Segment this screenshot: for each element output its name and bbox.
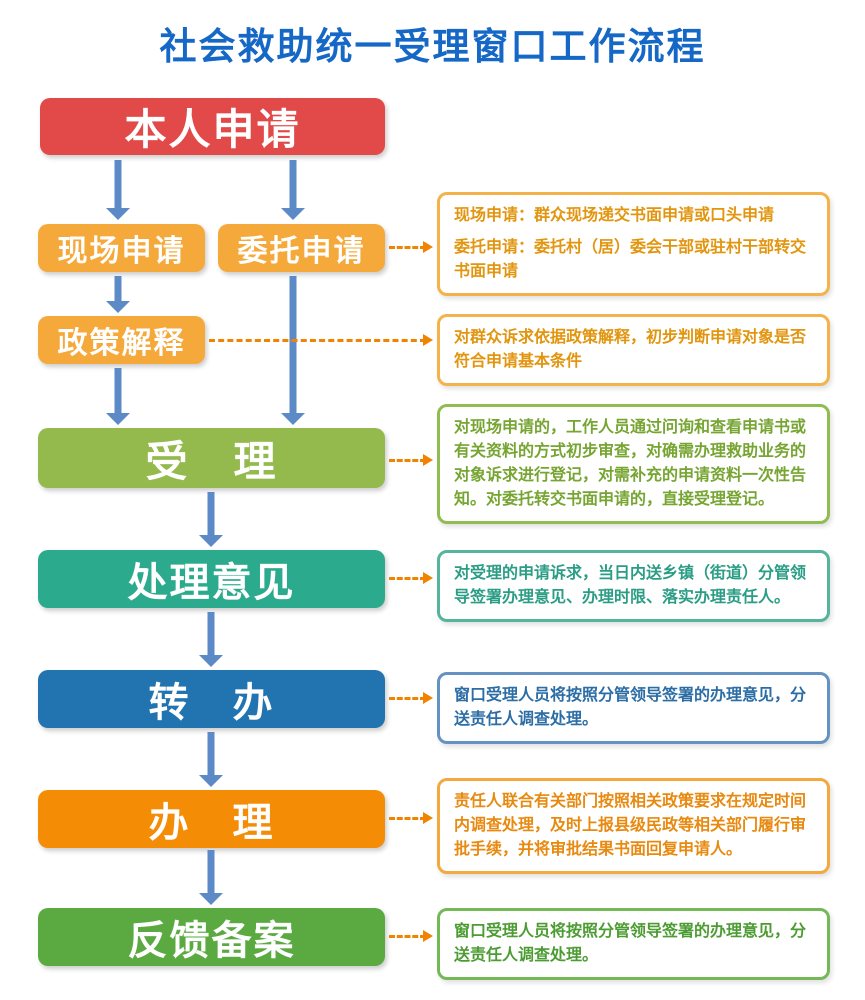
note-application-types: 现场申请：群众现场递交书面申请或口头申请 委托申请：委托村（居）委会干部或驻村干… <box>437 192 830 296</box>
note-text: 对群众诉求依据政策解释，初步判断申请对象是否符合申请基本条件 <box>454 329 807 370</box>
down-arrow-entrusted-to-acceptance <box>281 276 305 425</box>
note-text: 窗口受理人员将按照分管领导签署的办理意见，分送责任人调查处理。 <box>454 687 807 728</box>
down-arrow-personal-to-entrusted <box>281 160 305 220</box>
step-transfer: 转 办 <box>38 670 385 728</box>
note-text: 对现场申请的，工作人员通过问询和查看申请书或有关资料的方式初步审查，对确需办理救… <box>454 419 807 508</box>
note-text: 责任人联合有关部门按照相关政策要求在规定时间内调查处理，及时上报县级民政等相关部… <box>454 793 807 858</box>
down-arrow-policy-to-acceptance <box>106 368 130 425</box>
note-handling: 责任人联合有关部门按照相关政策要求在规定时间内调查处理，及时上报县级民政等相关部… <box>437 778 830 874</box>
down-arrow-transfer-to-handling <box>199 732 223 787</box>
down-arrow-personal-to-onsite <box>106 160 130 220</box>
note-line-onsite: 现场申请：群众现场递交书面申请或口头申请 <box>454 207 775 224</box>
step-onsite-application: 现场申请 <box>38 224 205 272</box>
note-processing-opinion: 对受理的申请诉求，当日内送乡镇（街道）分管领导签署办理意见、办理时限、落实办理责… <box>437 550 830 622</box>
dashed-arrow-application-types <box>389 241 433 254</box>
step-personal-application: 本人申请 <box>40 98 385 155</box>
step-entrusted-application: 委托申请 <box>218 224 385 272</box>
dashed-arrow-acceptance <box>389 454 433 467</box>
down-arrow-handling-to-feedback <box>199 850 223 905</box>
dashed-arrow-handling <box>389 812 433 825</box>
step-acceptance: 受 理 <box>38 428 385 488</box>
dashed-arrow-policy-explanation <box>209 334 433 347</box>
dashed-arrow-transfer <box>389 692 433 705</box>
page-title: 社会救助统一受理窗口工作流程 <box>159 26 706 67</box>
note-text: 窗口受理人员将按照分管领导签署的办理意见，分送责任人调查处理。 <box>454 923 807 964</box>
note-acceptance: 对现场申请的，工作人员通过问询和查看申请书或有关资料的方式初步审查，对确需办理救… <box>437 404 830 524</box>
note-text: 对受理的申请诉求，当日内送乡镇（街道）分管领导签署办理意见、办理时限、落实办理责… <box>454 565 807 606</box>
step-policy-explanation: 政策解释 <box>38 316 205 364</box>
down-arrow-onsite-to-policy <box>106 276 130 313</box>
note-policy-explanation: 对群众诉求依据政策解释，初步判断申请对象是否符合申请基本条件 <box>437 314 830 386</box>
down-arrow-acceptance-to-opinion <box>199 492 223 547</box>
step-processing-opinion: 处理意见 <box>38 550 385 608</box>
note-line-entrusted: 委托申请：委托村（居）委会干部或驻村干部转交书面申请 <box>454 239 807 280</box>
step-feedback-filing: 反馈备案 <box>38 908 385 966</box>
dashed-arrow-processing-opinion <box>389 572 433 585</box>
step-handling: 办 理 <box>38 790 385 848</box>
note-feedback-filing: 窗口受理人员将按照分管领导签署的办理意见，分送责任人调查处理。 <box>437 908 830 980</box>
note-transfer: 窗口受理人员将按照分管领导签署的办理意见，分送责任人调查处理。 <box>437 672 830 744</box>
down-arrow-opinion-to-transfer <box>199 612 223 667</box>
dashed-arrow-feedback-filing <box>389 930 433 943</box>
